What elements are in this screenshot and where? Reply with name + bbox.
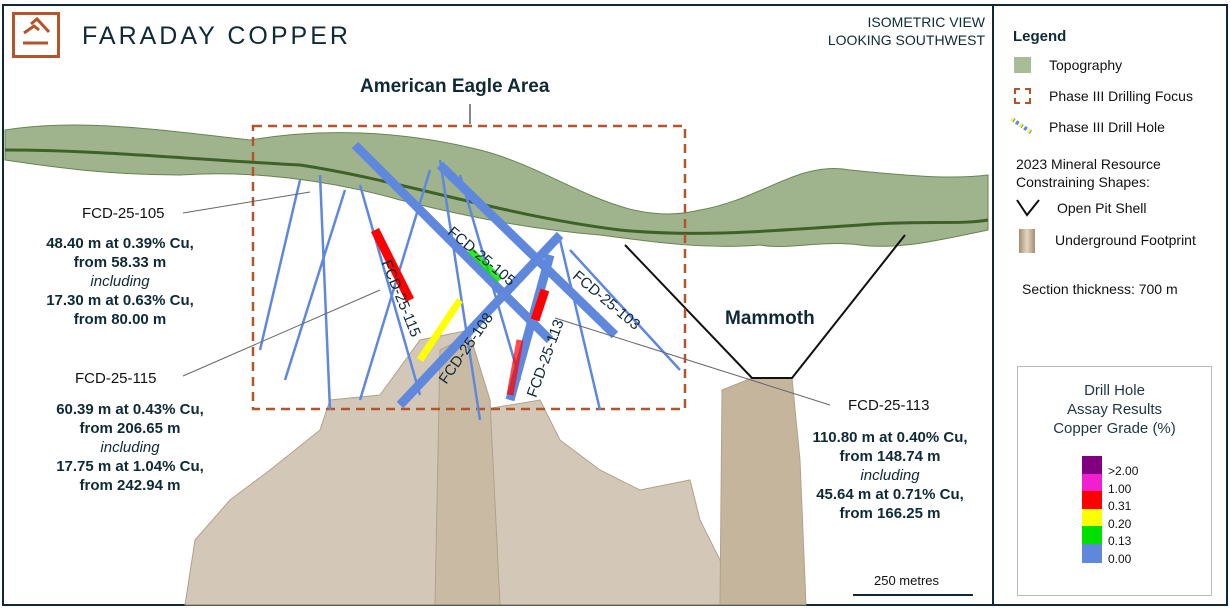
legend-drill: Phase III Drill Hole [1049, 119, 1165, 135]
legend-pit: Open Pit Shell [1057, 200, 1147, 216]
mammoth-label: Mammoth [725, 308, 815, 329]
faraday-logo [12, 12, 60, 58]
underground-icon [1019, 229, 1035, 253]
legend-topography: Topography [1049, 57, 1123, 73]
grade-label: 0.31 [1108, 499, 1132, 513]
legend-title: Legend [1013, 28, 1067, 45]
area-title: American Eagle Area [360, 76, 550, 97]
open-pit-shell [624, 234, 906, 379]
grade-swatch [1082, 508, 1102, 528]
grade-swatch [1082, 543, 1102, 563]
grade-swatch [1082, 491, 1102, 510]
section-thickness: Section thickness: 700 m [1022, 281, 1178, 297]
callout-hole-105: FCD-25-105 [82, 205, 165, 222]
legend-ug: Underground Footprint [1055, 232, 1196, 248]
underground-footprint [184, 329, 807, 606]
grade-label: 1.00 [1108, 481, 1132, 496]
grade-swatch [1082, 473, 1102, 493]
legend-focus: Phase III Drilling Focus [1049, 88, 1193, 104]
legend-divider [992, 4, 994, 606]
grade-label: 0.20 [1108, 516, 1132, 531]
brand-name: FARADAY COPPER [82, 22, 351, 50]
isometric-scene [4, 104, 989, 606]
grade-swatch [1082, 526, 1102, 545]
grade-swatch [1082, 456, 1102, 475]
focus-swatch [1014, 88, 1031, 104]
grade-label: 0.13 [1108, 534, 1132, 548]
topography-swatch [1014, 57, 1031, 73]
grade-label: >2.00 [1108, 464, 1139, 478]
callout-hole-113: FCD-25-113 [848, 397, 930, 414]
phase-iii-focus-box [251, 124, 687, 411]
grade-label: 0.00 [1108, 551, 1132, 566]
drill-holes [258, 141, 681, 421]
grade-legend [1017, 366, 1212, 596]
callout-lines [182, 104, 831, 406]
open-pit-icon [1016, 199, 1040, 217]
topography-surface [4, 124, 989, 247]
callout-hole-115: FCD-25-115 [75, 370, 157, 387]
scale-label: 250 metres [874, 573, 940, 588]
drill-hole-icon [1010, 117, 1034, 135]
